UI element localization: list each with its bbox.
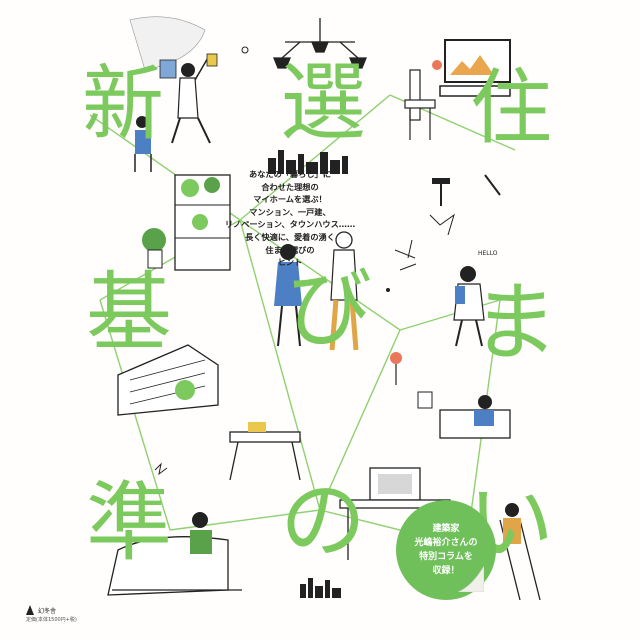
tagline-line: あなたの「暮らし」に <box>249 169 331 179</box>
woman-figure-icon <box>453 266 485 347</box>
title-char-8: の <box>280 471 366 571</box>
small-skyline-icon <box>300 578 341 598</box>
title-char-1: 新 <box>82 57 165 152</box>
publisher-name: 幻冬舎 <box>38 608 57 615</box>
apartment-building-icon <box>117 344 219 416</box>
side-table-icon <box>229 422 301 481</box>
hammer-icon <box>432 178 450 206</box>
plant-shelf-icon <box>142 174 231 271</box>
tagline-line: マンション、一戸建、 <box>249 206 331 217</box>
skyline-icon <box>268 150 348 174</box>
ladder-man-icon <box>499 503 541 601</box>
desk-laptop-icon <box>339 467 451 560</box>
seated-person-icon <box>134 116 152 172</box>
title-char-4: 基 <box>86 263 172 363</box>
title-char-5: び <box>286 259 372 359</box>
title-char-7: 準 <box>86 473 172 573</box>
hello-sign-text: HELLO <box>478 250 498 257</box>
tagline-line: マイホームを選ぶ！ <box>253 194 327 205</box>
title-char-3: 住 <box>470 61 553 156</box>
sticker-curl-icon <box>458 566 484 592</box>
reading-woman-icon <box>417 391 511 439</box>
tv-landscape-icon <box>404 39 511 140</box>
flower-icon <box>390 352 402 364</box>
decorative-marks <box>154 46 455 476</box>
sofa-man-icon <box>107 512 242 596</box>
tagline-line: 長く快適に、愛着の湧く <box>245 231 335 242</box>
tagline-line: リノベーション、タウンハウス…… <box>224 219 356 230</box>
sticker-line: 光嶋裕介さんの <box>414 538 478 548</box>
sticker-line: 特別コラムを <box>419 552 473 562</box>
tagline-line: 住まい選びの <box>265 244 315 255</box>
pendant-lamp-icon <box>273 18 367 69</box>
brush-icon <box>484 174 501 196</box>
publisher-logo-icon <box>26 605 34 615</box>
painter-figure-icon <box>129 16 218 144</box>
sticker-line: 収録！ <box>432 566 460 576</box>
walking-people-icon <box>274 231 359 351</box>
tagline-line: ヒント <box>277 257 303 268</box>
title-char-6: ま <box>472 273 558 373</box>
title-char-2: 選 <box>280 53 366 153</box>
tagline: あなたの「暮らし」に 合わせた理想の マイホームを選ぶ！ マンション、一戸建、 … <box>222 168 358 269</box>
sticker-line: 建築家 <box>432 524 460 534</box>
price-label: 定価(本体1500円+税) <box>26 617 77 623</box>
tagline-line: 合わせた理想の <box>261 181 319 192</box>
